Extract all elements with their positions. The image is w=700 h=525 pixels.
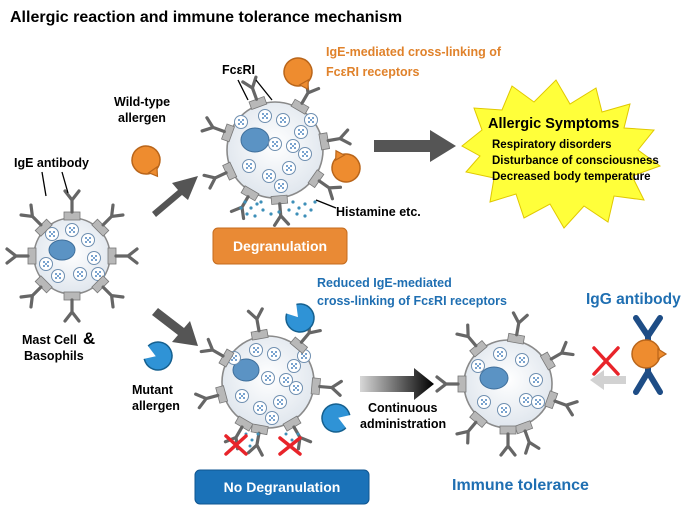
- wild-type-label-1: Wild-type: [114, 95, 170, 109]
- symptom-item-2: Disturbance of consciousness: [492, 155, 659, 167]
- histamine-label: Histamine etc.: [336, 205, 421, 219]
- mutant-allergen-icon: [137, 336, 177, 375]
- blocked-binding-cross: [592, 346, 620, 376]
- symptoms-title: Allergic Symptoms: [488, 116, 619, 132]
- blocked-release-cross-right: [278, 436, 302, 456]
- mast-cell-degranulating: [200, 75, 352, 227]
- blocked-release-cross-left: [224, 434, 248, 456]
- immune-tolerance-label: Immune tolerance: [452, 477, 589, 494]
- ige-crosslink-label-2: FcεRI receptors: [326, 65, 420, 79]
- basophils-label: Basophils: [24, 349, 84, 363]
- arrow-to-degranulation: [152, 176, 198, 217]
- fceri-pointer-2: [255, 79, 273, 101]
- mast-cell-left: [5, 189, 139, 323]
- degranulation-badge: Degranulation: [212, 227, 348, 265]
- continuous-label-2: administration: [360, 417, 446, 431]
- mutant-label-1: Mutant: [132, 383, 174, 397]
- no-degranulation-badge: No Degranulation: [194, 469, 370, 505]
- arrow-to-symptoms: [374, 130, 456, 162]
- continuous-label-1: Continuous: [368, 401, 437, 415]
- mast-cell-tolerant: [435, 311, 579, 457]
- diagram-title: Allergic reaction and immune tolerance m…: [10, 9, 402, 26]
- no-degranulation-text: No Degranulation: [224, 479, 341, 495]
- fceri-label: FcεRI: [222, 63, 255, 77]
- bound-mutant-allergen-right: [317, 399, 357, 438]
- bound-allergen-right: [323, 142, 366, 188]
- mast-cell-non-degranulating: [194, 307, 343, 457]
- ige-pointer-arrow-1: [41, 171, 47, 197]
- captured-allergen-icon: [631, 339, 667, 369]
- ige-antibody-label: IgE antibody: [14, 156, 89, 170]
- allergic-symptoms-burst: Allergic Symptoms Respiratory disorders …: [461, 79, 662, 229]
- symptom-item-1: Respiratory disorders: [492, 139, 612, 151]
- blocked-binding-arrow: [590, 370, 626, 390]
- ige-crosslink-label-1: IgE-mediated cross-linking of: [326, 45, 502, 59]
- wild-type-label-2: allergen: [118, 111, 166, 125]
- ige-pointer-arrow-2: [61, 171, 69, 194]
- wild-type-allergen-icon: [125, 139, 170, 186]
- fceri-pointer-1: [237, 79, 249, 101]
- degranulation-text: Degranulation: [233, 238, 327, 254]
- reduced-crosslink-label-2: cross-linking of FcεRI receptors: [317, 294, 507, 308]
- arrow-to-no-degranulation: [152, 308, 198, 346]
- continuous-administration-arrow: [360, 368, 434, 400]
- igg-antibody-label: IgG antibody: [586, 291, 681, 308]
- mast-cell-label: Mast Cell&: [22, 329, 95, 348]
- histamine-pointer: [315, 199, 337, 209]
- symptom-item-3: Decreased body temperature: [492, 171, 651, 183]
- reduced-crosslink-label-1: Reduced IgE-mediated: [317, 276, 452, 290]
- mutant-label-2: allergen: [132, 399, 180, 413]
